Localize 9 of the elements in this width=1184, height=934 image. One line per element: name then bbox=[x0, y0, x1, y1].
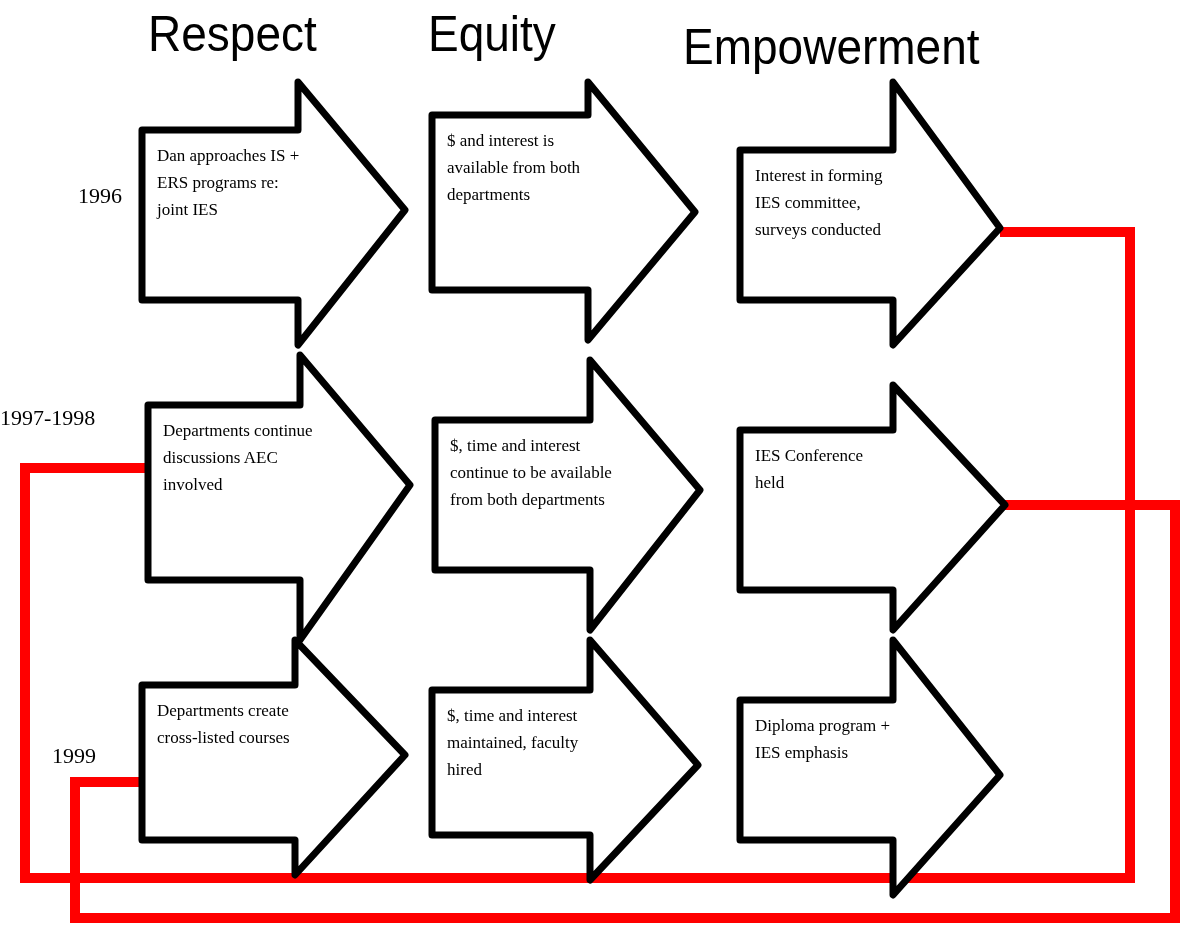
arrow-text: Departments continue discussions AEC involved bbox=[163, 420, 314, 496]
connector-line bbox=[70, 500, 1180, 923]
column-heading: Empowerment bbox=[683, 18, 980, 76]
connector-line bbox=[20, 227, 1135, 883]
year-label: 1999 bbox=[52, 743, 96, 769]
column-heading: Respect bbox=[148, 5, 317, 63]
year-label: 1997-1998 bbox=[0, 405, 96, 431]
column-heading: Equity bbox=[428, 5, 556, 63]
year-label: 1996 bbox=[78, 183, 122, 209]
